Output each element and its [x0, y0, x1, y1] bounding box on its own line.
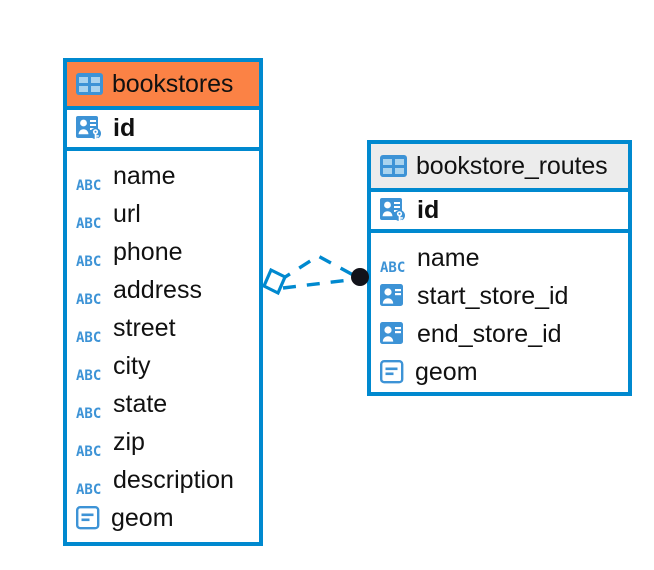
field-label-address: address	[113, 275, 202, 304]
field-label-description: description	[113, 465, 234, 494]
field-row-id[interactable]: id	[371, 188, 628, 233]
text-abc-icon: ABC	[380, 260, 406, 276]
field-row-geom[interactable]: geom	[67, 499, 259, 537]
field-row-id[interactable]: id	[67, 106, 259, 151]
field-row-description[interactable]: ABC description	[67, 461, 259, 499]
text-abc-icon: ABC	[76, 444, 102, 460]
text-abc-icon: ABC	[76, 216, 102, 232]
primary-key-icon	[380, 197, 408, 224]
table-icon	[380, 155, 407, 177]
field-row-start-store-id[interactable]: start_store_id	[371, 277, 628, 315]
field-row-zip[interactable]: ABC zip	[67, 423, 259, 461]
field-label-geom: geom	[111, 503, 174, 532]
field-row-phone[interactable]: ABC phone	[67, 233, 259, 271]
entity-bookstores-fields: ABC name ABC url ABC phone ABC	[67, 151, 259, 543]
entity-bookstore-routes-header[interactable]: bookstore_routes	[371, 144, 628, 188]
field-row-url[interactable]: ABC url	[67, 195, 259, 233]
text-abc-icon: ABC	[76, 254, 102, 270]
foreign-key-icon	[380, 321, 408, 347]
text-abc-icon: ABC	[76, 482, 102, 498]
diamond-outline-marker	[261, 267, 288, 296]
text-abc-icon: ABC	[76, 368, 102, 384]
field-row-state[interactable]: ABC state	[67, 385, 259, 423]
field-label-name: name	[113, 161, 176, 190]
foreign-key-icon	[380, 283, 408, 309]
field-label-state: state	[113, 389, 168, 418]
geometry-icon	[380, 360, 406, 384]
field-label-url: url	[113, 199, 141, 228]
field-label-geom: geom	[415, 357, 478, 386]
geometry-icon	[76, 506, 102, 530]
field-row-street[interactable]: ABC street	[67, 309, 259, 347]
entity-bookstores-name: bookstores	[112, 69, 234, 98]
text-abc-icon: ABC	[76, 406, 102, 422]
entity-bookstore-routes-name: bookstore_routes	[416, 151, 608, 180]
text-abc-icon: ABC	[76, 292, 102, 308]
entity-bookstore-routes[interactable]: bookstore_routes	[367, 140, 632, 396]
table-icon	[76, 73, 103, 95]
field-label-street: street	[113, 313, 176, 342]
field-row-name[interactable]: ABC name	[371, 239, 628, 277]
field-label-zip: zip	[113, 427, 145, 456]
field-row-address[interactable]: ABC address	[67, 271, 259, 309]
field-row-city[interactable]: ABC city	[67, 347, 259, 385]
relationship-line-upper	[278, 254, 358, 283]
field-label-id: id	[113, 114, 136, 142]
field-label-start-store-id: start_store_id	[417, 281, 569, 310]
field-row-geom[interactable]: geom	[371, 353, 628, 391]
field-row-end-store-id[interactable]: end_store_id	[371, 315, 628, 353]
field-label-end-store-id: end_store_id	[417, 319, 562, 348]
field-label-phone: phone	[113, 237, 183, 266]
field-label-id: id	[417, 196, 440, 224]
entity-bookstores-header[interactable]: bookstores	[67, 62, 259, 106]
primary-key-icon	[76, 115, 104, 142]
text-abc-icon: ABC	[76, 330, 102, 346]
relationship-line-lower	[282, 277, 358, 290]
field-label-city: city	[113, 351, 151, 380]
field-row-name[interactable]: ABC name	[67, 157, 259, 195]
entity-bookstore-routes-fields: ABC name start_store_id	[371, 233, 628, 397]
text-abc-icon: ABC	[76, 178, 102, 194]
field-label-name: name	[417, 243, 480, 272]
entity-bookstores[interactable]: bookstores	[63, 58, 263, 546]
